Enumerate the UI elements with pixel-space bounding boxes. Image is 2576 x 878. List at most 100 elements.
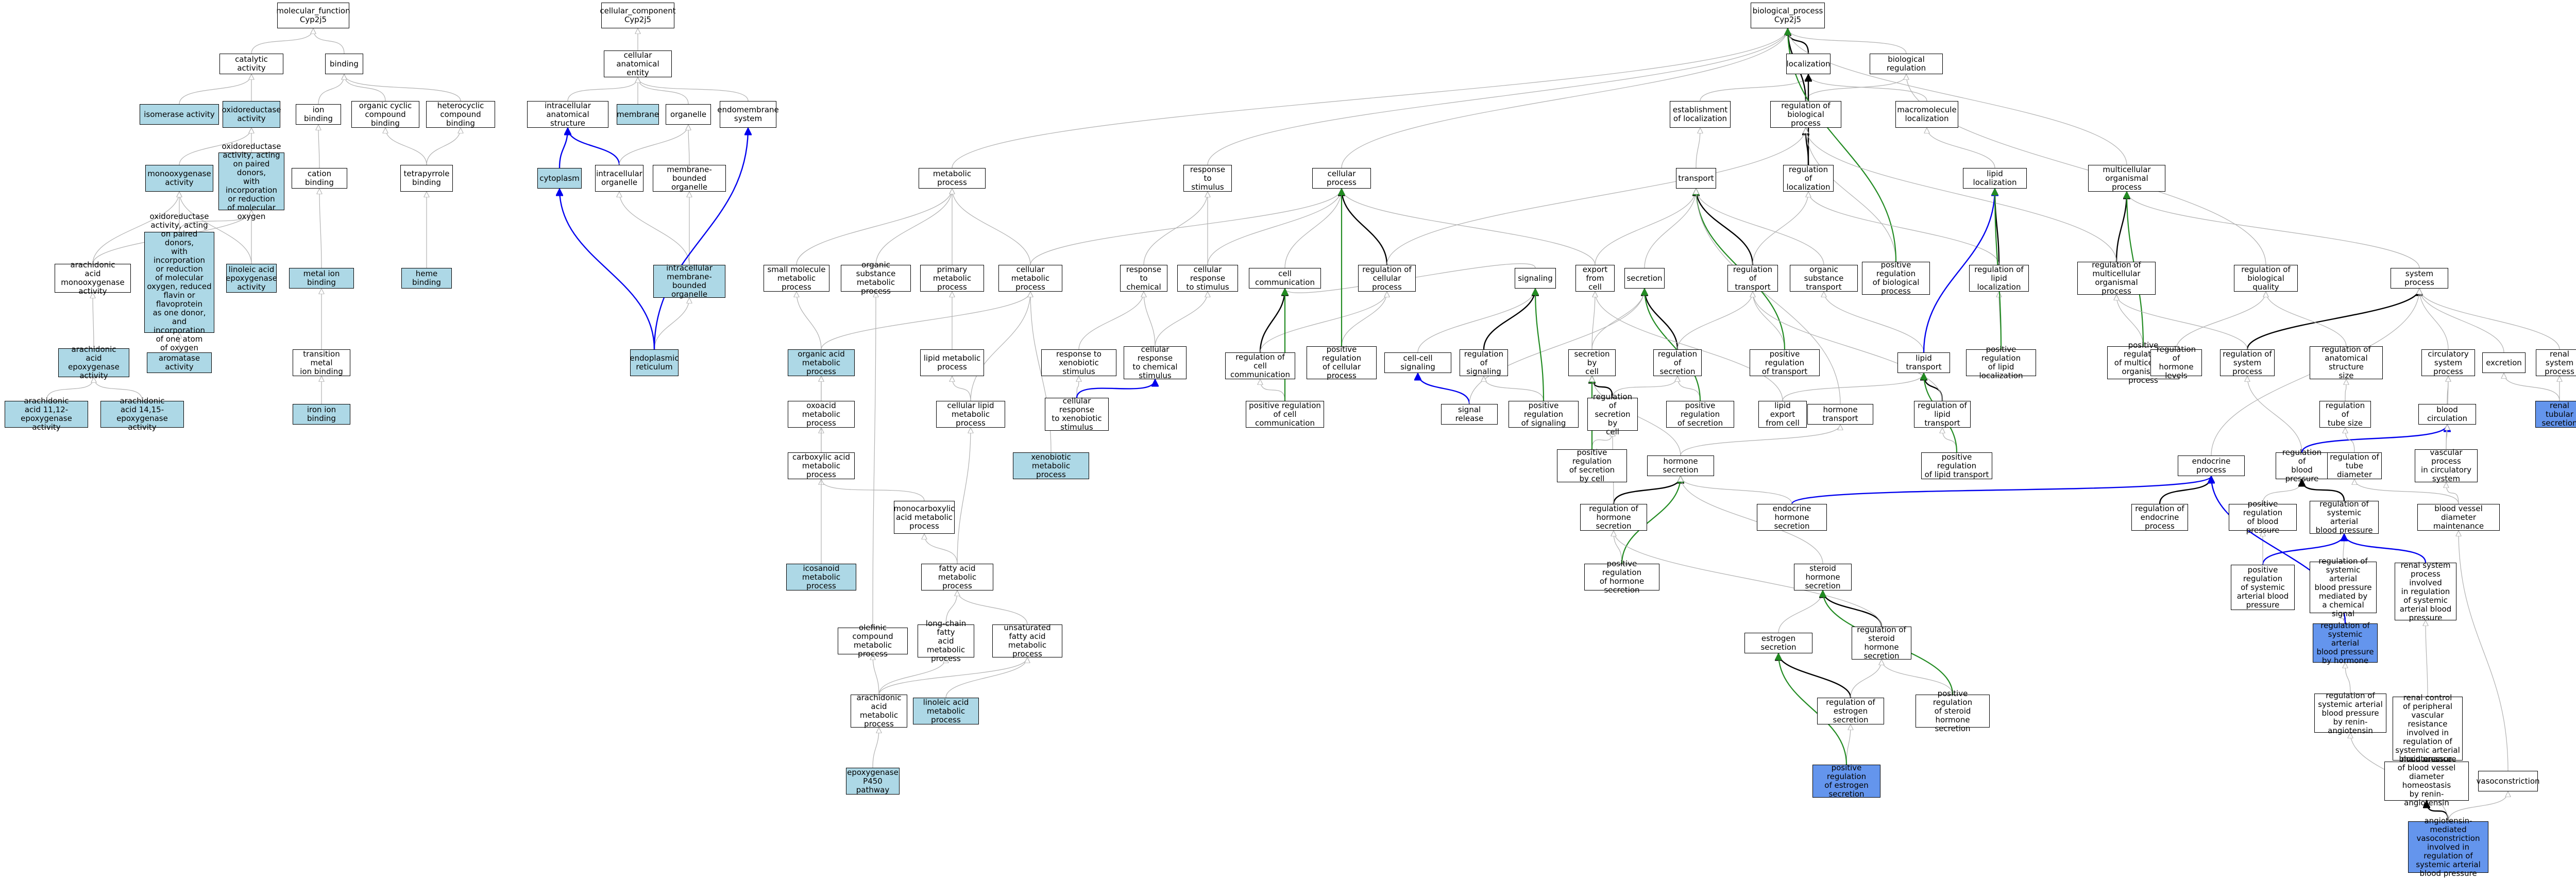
edge-regsecbycell-to-regsecretion (1612, 376, 1677, 398)
go-term-aromatase: aromatase activity (147, 352, 212, 373)
go-term-reghormsec: regulation of hormone secretion (1580, 504, 1647, 531)
edge-intracas-to-cae (567, 77, 638, 102)
go-term-angio: angiotensin-mediated vasoconstriction in… (2408, 816, 2488, 877)
edge-sigrelease-to-cellcellsig (1418, 373, 1470, 404)
go-term-isomerase: isomerase activity (140, 104, 219, 125)
edge-posregbp-to-regbp (1806, 128, 1896, 262)
go-term-excretion: excretion (2482, 352, 2526, 373)
go-term-transmet: transition metal ion binding (293, 349, 350, 376)
edge-regsig-to-signaling (1483, 289, 1535, 350)
edge-estrogensec-to-steroidsec (1778, 590, 1823, 633)
edge-secbycell-to-secretion (1591, 289, 1645, 350)
edge-posregsec-to-secretion (1645, 289, 1701, 401)
edge-renalsys-to-sysproc (2419, 289, 2560, 350)
edge-endohormsec-to-hormsec (1681, 476, 1792, 504)
go-term-tetrapyr: tetrapyrrole binding (400, 165, 453, 192)
edge-reghormlev-to-regbioqual (2176, 292, 2266, 350)
go-term-regsig: regulation of signaling (1460, 349, 1508, 376)
edge-secbycell-to-exportcell (1591, 292, 1595, 350)
edge-organelle-to-cae (638, 77, 689, 105)
edge-regmulti-to-multiorg (2115, 192, 2127, 262)
edge-respstim-to-bp (1207, 28, 1788, 165)
edge-renalctrl-to-renalsysinv (2426, 620, 2428, 697)
edge-cellmet-to-metab (952, 189, 1031, 265)
go-term-cellproc: cellular process (1312, 168, 1371, 189)
edge-cellcellsig-to-signaling (1417, 289, 1535, 353)
go-term-regendoproc: regulation of endocrine process (2131, 504, 2188, 531)
go-term-orgacid: organic acid metabolic process (788, 349, 855, 376)
edge-membound-to-organelle (688, 125, 689, 165)
edge-er-to-cytoplasm (560, 189, 655, 350)
edge-excretion-to-sysproc (2419, 289, 2504, 353)
go-term-posregbp2: positive regulation of blood pressure (2229, 500, 2297, 535)
go-term-metalion: metal ion binding (289, 268, 354, 289)
edge-posregsec-to-regsecretion (1677, 376, 1701, 401)
edge-regsysart-to-regbp2 (2302, 479, 2345, 501)
edge-regestrogen-to-regsteroidsec (1850, 660, 1882, 698)
edge-angio-to-vasoconst (2448, 791, 2508, 822)
edge-ionbind-to-binding (318, 74, 344, 105)
go-term-orgcyc: organic cyclic compound binding (351, 101, 419, 128)
edge-monocarb-to-carbox (821, 479, 925, 501)
go-term-bp: biological_process Cyp2j5 (1751, 3, 1825, 28)
go-term-reganat: regulation of anatomical structure size (2310, 345, 2383, 380)
edge-posregcellcomm-to-regcellcomm (1260, 379, 1285, 401)
go-term-metab: metabolic process (919, 168, 986, 189)
go-term-localization: localization (1786, 54, 1831, 74)
edge-hetcyc-to-binding (344, 74, 461, 102)
go-term-hormsec: hormone secretion (1647, 455, 1714, 476)
edge-bvdm-to-regtubediam (2354, 479, 2459, 504)
edge-hormtrans-to-transport (1696, 189, 1841, 404)
edge-intraorg-to-organelle (619, 125, 688, 165)
edge-posreghormsec-to-hormsec (1621, 476, 1681, 564)
go-term-renalsys: renal system process (2536, 349, 2576, 376)
edge-cellrespchem-to-respchem (1144, 292, 1156, 347)
go-term-membound: membrane-bounded organelle (653, 165, 726, 192)
edge-respxeno-to-respchem (1078, 292, 1144, 350)
go-term-posregsysart: positive regulation of systemic arterial… (2231, 565, 2295, 610)
go-term-primmet: primary metabolic process (920, 265, 984, 292)
go-term-renaltub: renal tubular secretion (2535, 401, 2576, 428)
edge-arachepox-to-arachmono (93, 293, 94, 349)
edge-respchem-to-respstim (1143, 192, 1208, 265)
edge-lipidloc-to-macroloc (1927, 128, 1995, 168)
go-term-regestrogen: regulation of estrogen secretion (1817, 698, 1884, 724)
edge-posregestrogen-to-estrogensec (1778, 653, 1848, 765)
go-term-cellresp: cellular response to stimulus (1177, 265, 1238, 292)
edge-orgacid-to-smallmol (796, 292, 822, 350)
edge-metalion-to-cationbind (319, 189, 321, 268)
edge-renalsysinv-to-regsysart (2344, 533, 2427, 563)
edge-er-to-endomem (653, 128, 748, 350)
go-term-linmet: linoleic acid metabolic process (913, 698, 979, 724)
edge-regtransport-to-regloc (1752, 192, 1808, 265)
go-term-monocarb: monocarboxylic acid metabolic process (894, 501, 955, 534)
edge-posregsig-to-regsig (1484, 376, 1544, 401)
go-term-oxoacid: oxoacid metabolic process (788, 401, 855, 428)
go-term-smallmol: small molecule metabolic process (764, 265, 829, 292)
edge-isomerase-to-catact (179, 74, 251, 105)
go-term-epoxy: epoxygenase P450 pathway (846, 768, 900, 795)
go-term-regsecbycell: regulation of secretion by cell (1587, 392, 1638, 436)
go-term-estloc: establishment of localization (1670, 101, 1731, 128)
go-term-regmulti: regulation of multicellular organismal p… (2077, 261, 2156, 296)
edge-renaltub-to-excretion (2504, 373, 2560, 401)
go-term-regcellproc: regulation of cellular process (1358, 265, 1416, 292)
edge-orgsubmet-to-metab (875, 189, 952, 265)
edge-regtubesize-to-reganat (2345, 379, 2346, 401)
edge-posregsteroid-to-regsteroidsec (1882, 659, 1953, 695)
edge-celllipid-to-lipidmet (952, 376, 971, 401)
go-term-lipidmet: lipid metabolic process (920, 349, 984, 376)
edge-regtransport-to-transport (1696, 189, 1754, 265)
go-term-vasoconst: vasoconstriction (2477, 771, 2540, 791)
edge-regcellproc-to-cellproc (1342, 189, 1388, 265)
edge-fattyacid-to-monocarb (924, 534, 958, 564)
go-term-posreghormsec: positive regulation of hormone secretion (1584, 560, 1659, 595)
edge-macroloc-to-localization (1808, 74, 1927, 102)
edge-olefinic-to-orgsubmet (872, 292, 876, 628)
edge-catact-to-mf (251, 28, 313, 54)
go-term-transport: transport (1676, 168, 1716, 189)
go-term-regloc: regulation of localization (1783, 165, 1834, 192)
go-term-posregestrogen: positive regulation of estrogen secretio… (1812, 764, 1880, 799)
go-term-steroidsec: steroid hormone secretion (1794, 564, 1852, 590)
edge-tetrapyr-to-hetcyc (426, 128, 461, 165)
